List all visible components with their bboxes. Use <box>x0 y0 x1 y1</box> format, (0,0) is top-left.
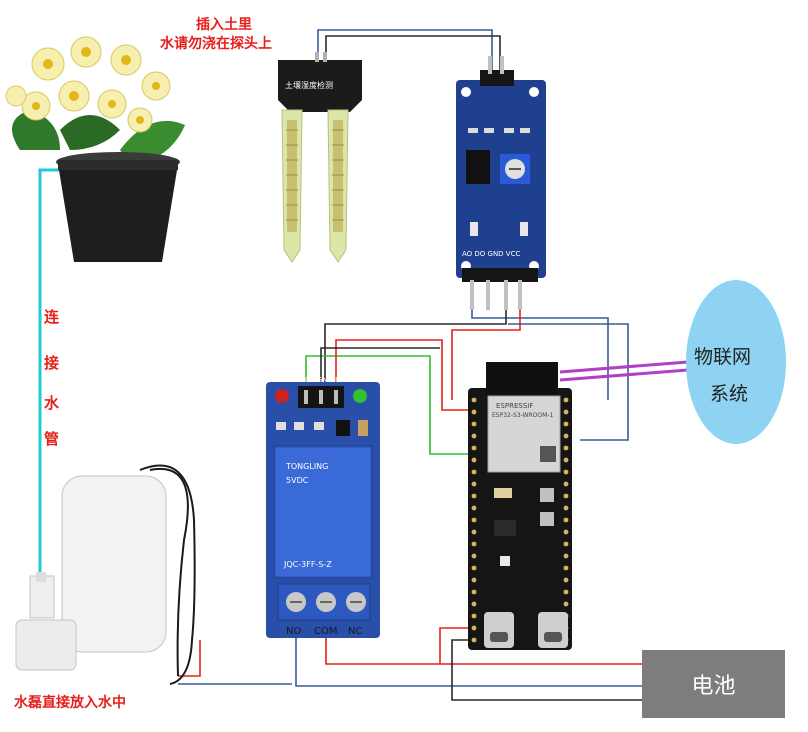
sensor-comparator-module <box>456 56 546 310</box>
iot-label-line1: 物联网 <box>694 346 752 368</box>
esp-model: ESP32-S3-WROOM-1 <box>492 412 554 419</box>
water-tube-char-1: 连 <box>44 308 60 326</box>
relay-brand: TONGLING <box>286 462 329 471</box>
module-to-esp-wires <box>324 306 629 441</box>
terminal-com: COM <box>314 626 338 637</box>
relay-control-wires <box>305 339 472 455</box>
terminal-nc: NC <box>348 626 363 637</box>
power-wires <box>178 612 642 701</box>
water-tube-char-3: 水 <box>44 394 60 412</box>
esp-to-iot-wires <box>559 360 689 382</box>
water-tube-char-2: 接 <box>44 354 60 372</box>
battery: 电池 <box>642 650 785 718</box>
soil-instruction-line2: 水请勿浇在探头上 <box>160 36 272 52</box>
iot-cloud <box>686 280 786 444</box>
probe-to-module-wires <box>317 29 501 70</box>
relay-pin-labels: VCC GND IN <box>300 376 343 384</box>
relay-model: JQC-3FF-S-Z <box>284 560 332 569</box>
water-tube-char-4: 管 <box>44 430 60 448</box>
iot-label-line2: 系统 <box>710 383 749 405</box>
terminal-no: NO <box>286 626 302 637</box>
pump-note: 水磊直接放入水中 <box>14 695 126 711</box>
water-tube <box>38 168 62 578</box>
flower-pot <box>5 36 185 262</box>
probe-text: 土壤湿度检测 <box>285 81 333 90</box>
esp32-board <box>468 362 572 650</box>
relay-module <box>266 382 380 638</box>
battery-label: 电池 <box>691 674 736 699</box>
water-pump <box>15 464 196 685</box>
module-pin-labels: AO DO GND VCC <box>462 250 521 258</box>
soil-instruction-line1: 插入土里 <box>196 17 252 33</box>
esp-brand: ESPRESSIF <box>496 402 534 410</box>
soil-moisture-probe <box>278 52 362 263</box>
relay-voltage: 5VDC <box>286 476 309 485</box>
